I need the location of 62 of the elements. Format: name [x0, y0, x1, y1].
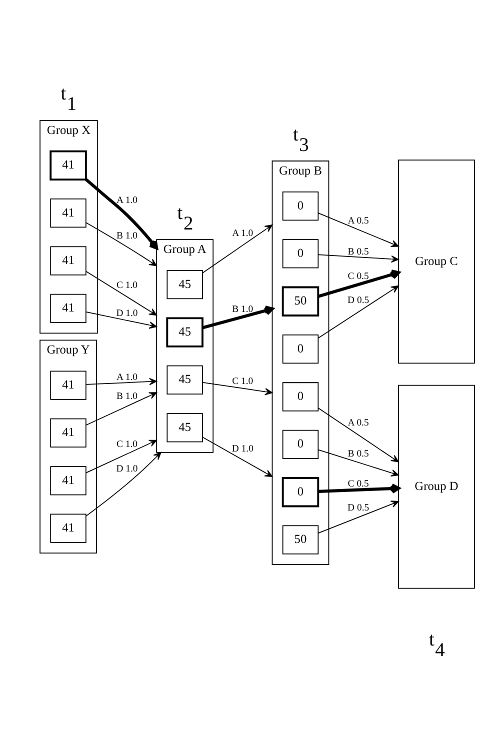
- node-box: 41: [50, 370, 86, 400]
- arrow: [318, 212, 399, 246]
- arrow: [86, 439, 158, 473]
- arrow: [86, 270, 158, 316]
- arrow: [318, 483, 400, 494]
- edge-label: B 1.0: [116, 390, 138, 402]
- arrow: [202, 436, 273, 477]
- edge-label: C 0.5: [348, 270, 369, 282]
- node-box: 41: [50, 150, 87, 180]
- edge-label: A 1.0: [116, 194, 138, 206]
- arrow: [86, 377, 158, 385]
- edge-label: B 0.5: [348, 448, 369, 460]
- node-box: 0: [282, 334, 319, 364]
- node-box: 41: [50, 513, 86, 542]
- arrow: [86, 451, 162, 516]
- edge-label: D 1.0: [116, 463, 138, 474]
- node-box: 41: [50, 293, 86, 323]
- node-box: 0: [282, 429, 319, 458]
- node-box: 0: [282, 190, 319, 220]
- arrow: [318, 500, 399, 534]
- node-box: Group C: [398, 159, 475, 364]
- node-box: 45: [166, 270, 203, 299]
- arrow: [86, 311, 158, 328]
- arrow: [202, 382, 273, 395]
- node-box: 45: [166, 316, 204, 347]
- node-box: 41: [50, 466, 86, 495]
- edge-label: D 0.5: [348, 502, 370, 513]
- arrow: [318, 448, 399, 476]
- node-box: 0: [282, 382, 319, 411]
- edge-label: B 0.5: [348, 246, 369, 257]
- edge-label: C 0.5: [348, 478, 369, 490]
- arrow: [318, 407, 399, 462]
- arrow: [318, 284, 399, 338]
- arrow: [318, 254, 399, 262]
- edge-label: D 1.0: [116, 308, 138, 319]
- node-box: 0: [282, 238, 319, 268]
- node-box: 45: [166, 412, 203, 442]
- node-box: 50: [282, 524, 319, 554]
- edge-label: A 1.0: [116, 371, 138, 382]
- edge-label: A 0.5: [348, 215, 369, 226]
- edge-label: C 1.0: [116, 279, 138, 290]
- edge-label: D 1.0: [232, 442, 254, 454]
- arrow: [202, 305, 274, 329]
- node-box: 50: [282, 286, 320, 316]
- arrow: [86, 222, 158, 266]
- node-box: 41: [50, 246, 86, 275]
- edge-label: A 0.5: [348, 417, 369, 428]
- node-box: 45: [166, 364, 203, 394]
- node-box: Group D: [398, 384, 475, 588]
- node-box: 41: [50, 198, 86, 228]
- edge-label: A 1.0: [232, 227, 254, 238]
- arrow: [84, 178, 158, 250]
- node-box: 41: [50, 418, 86, 448]
- edge-label: B 1.0: [232, 303, 254, 314]
- edge-label: D 0.5: [348, 294, 370, 306]
- edge-label: C 1.0: [116, 438, 138, 450]
- arrow: [318, 269, 400, 298]
- arrow: [86, 392, 158, 426]
- edge-label: B 1.0: [116, 230, 138, 242]
- node-box: 0: [282, 476, 320, 507]
- arrow: [202, 224, 273, 273]
- edge-label: C 1.0: [232, 376, 254, 387]
